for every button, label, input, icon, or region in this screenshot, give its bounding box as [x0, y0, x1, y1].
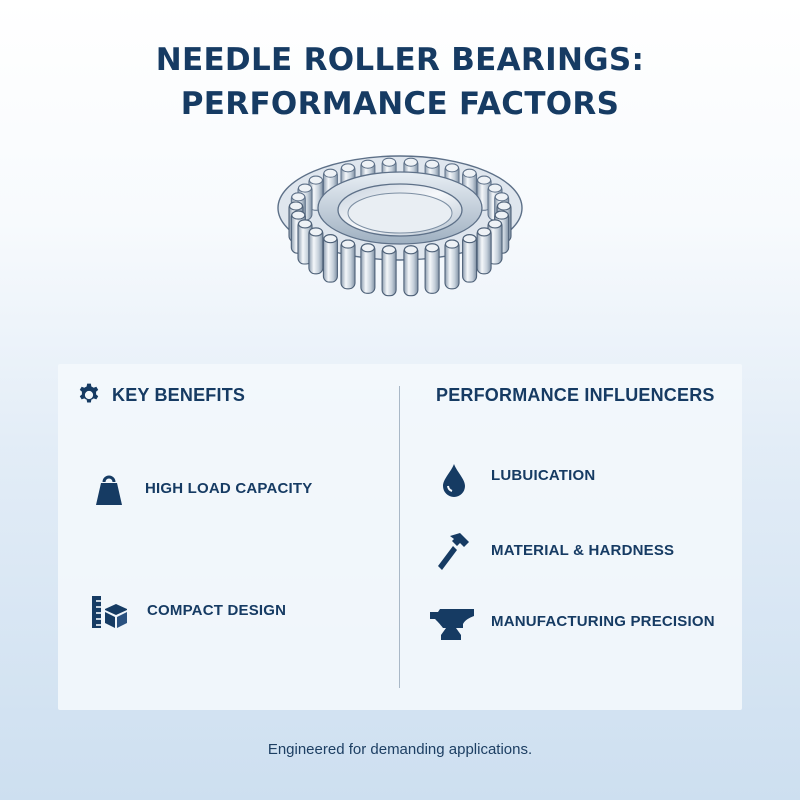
gear-icon	[79, 383, 99, 403]
benefit-item-compact-design: COMPACT DESIGN	[147, 602, 287, 619]
panel-divider	[399, 386, 400, 688]
anvil-icon	[430, 609, 474, 640]
hammer-icon	[438, 533, 469, 570]
influencer-item-manufacturing-precision: MANUFACTURING PRECISION	[491, 613, 715, 630]
page-title: NEEDLE ROLLER BEARINGS: PERFORMANCE FACT…	[0, 38, 800, 126]
weight-icon	[96, 475, 122, 505]
ruler-box-icon	[92, 596, 127, 628]
benefit-item-high-load-capacity: HIGH LOAD CAPACITY	[145, 480, 313, 497]
key-benefits-heading: KEY BENEFITS	[112, 385, 246, 405]
title-line-2: PERFORMANCE FACTORS	[180, 86, 620, 122]
performance-influencers-heading: PERFORMANCE INFLUENCERS	[436, 385, 715, 405]
footer-tagline: Engineered for demanding applications.	[267, 741, 533, 758]
title-line-1: NEEDLE ROLLER BEARINGS:	[155, 42, 645, 78]
influencer-item-lubrication: LUBUICATION	[491, 467, 596, 484]
oil-drop-icon	[443, 464, 465, 497]
influencer-item-material-hardness: MATERIAL & HARDNESS	[491, 542, 675, 559]
bearing-illustration	[277, 155, 523, 297]
info-panel	[58, 364, 742, 710]
